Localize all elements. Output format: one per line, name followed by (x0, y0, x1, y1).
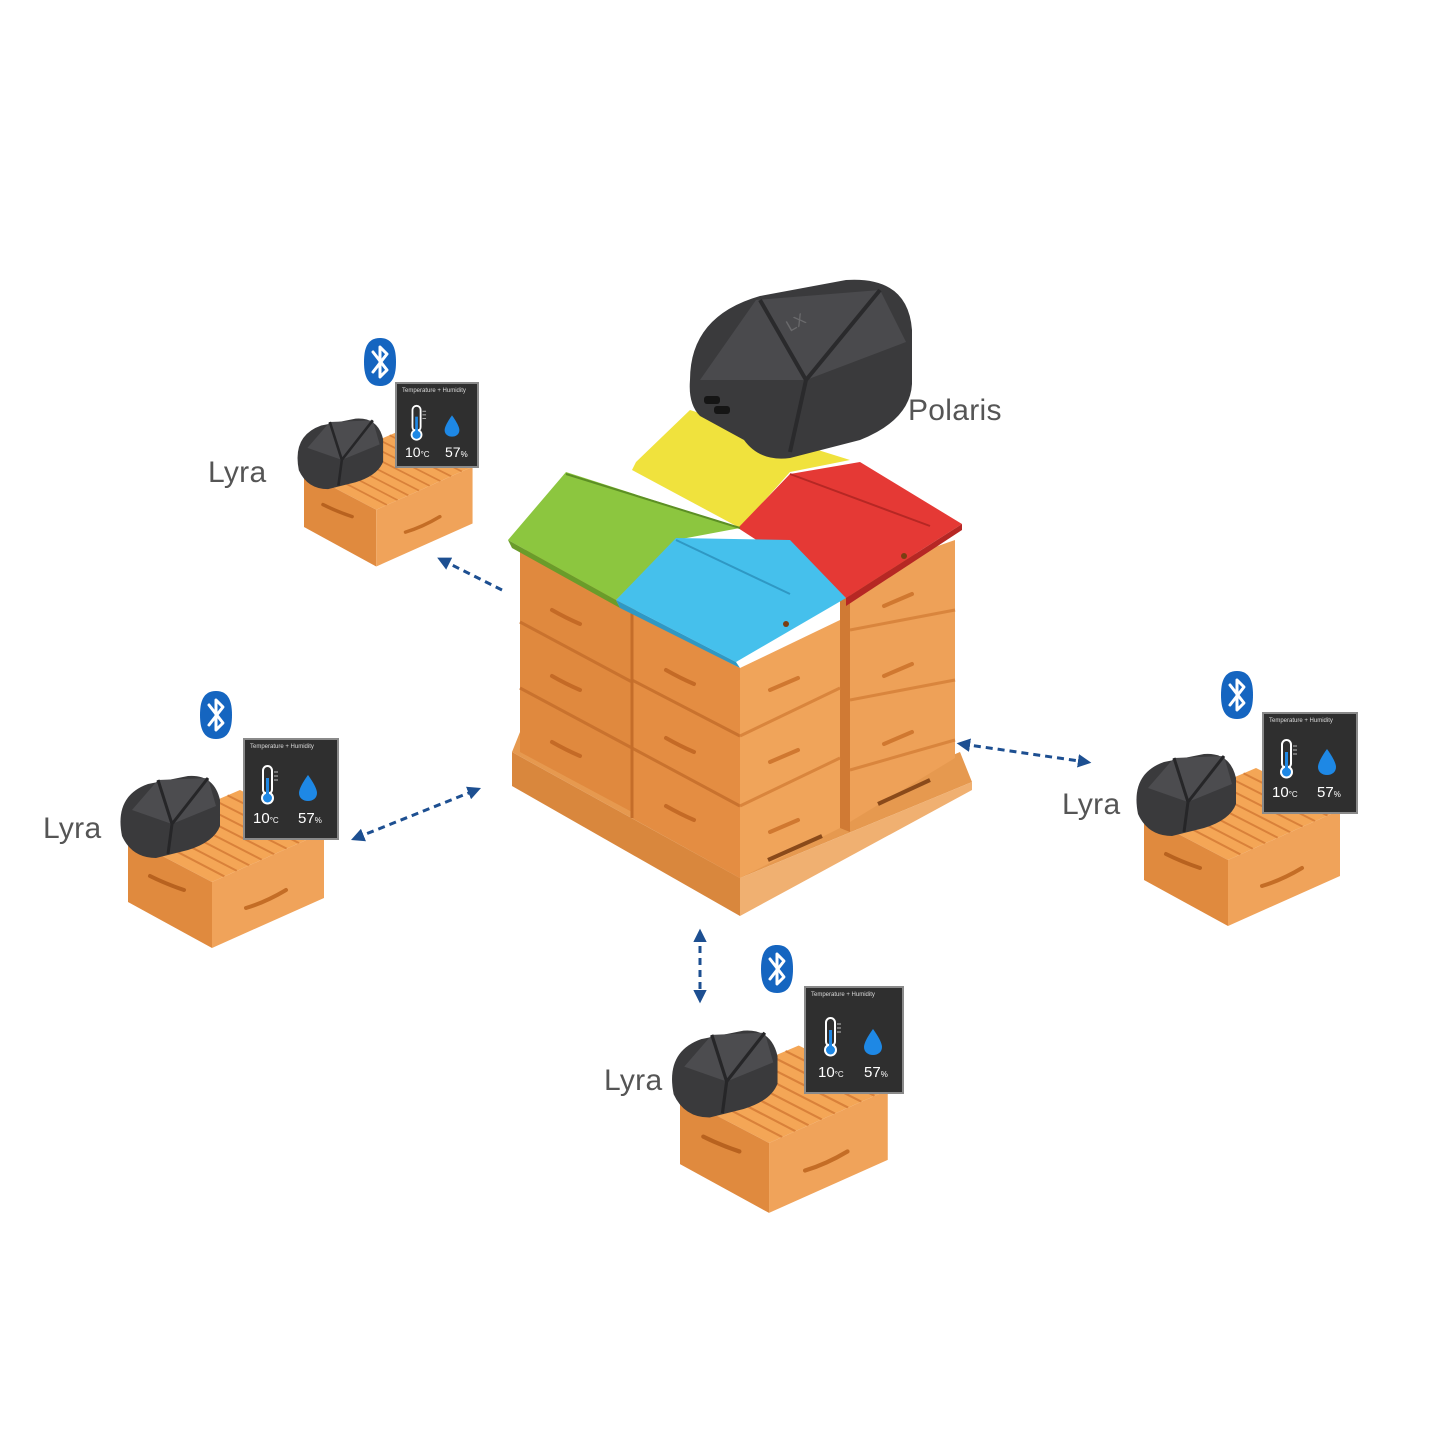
sensor-node-label: Lyra (604, 1064, 663, 1097)
bluetooth-icon (1221, 671, 1253, 719)
temperature-value: 10°C (405, 444, 430, 460)
wireless-links (350, 557, 1092, 1004)
humidity-drop-icon (444, 415, 460, 437)
roof-yellow (632, 410, 850, 528)
link-arrow-left (350, 786, 482, 842)
thermometer-icon (824, 1017, 841, 1057)
lyra-hive-icon (297, 418, 473, 567)
gateway-label: Polaris (908, 394, 1002, 427)
roof-blue (616, 538, 846, 662)
humidity-drop-icon (864, 1029, 882, 1055)
humidity-drop-icon (299, 775, 317, 801)
temperature-value: 10°C (818, 1064, 844, 1081)
sensor-node-label: Lyra (1062, 788, 1121, 821)
sensor-node-label: Lyra (208, 456, 267, 489)
humidity-drop-icon (1318, 749, 1336, 775)
card-caption: Temperature + Humidity (811, 992, 875, 998)
gateway-device-icon: LX (689, 279, 912, 459)
beehive-stack-icon (508, 410, 972, 916)
link-arrow-top-left (437, 557, 503, 592)
thermometer-icon (261, 765, 278, 805)
bluetooth-icon (761, 945, 793, 993)
humidity-value: 57% (1317, 784, 1341, 801)
sensor-reading-card: Temperature + Humidity 10°C 57% (1262, 712, 1358, 814)
bluetooth-icon (364, 338, 396, 386)
humidity-value: 57% (445, 444, 468, 460)
humidity-value: 57% (298, 810, 322, 827)
card-caption: Temperature + Humidity (1269, 718, 1333, 724)
roof-green (508, 472, 740, 600)
thermometer-icon (1280, 739, 1297, 779)
humidity-value: 57% (864, 1064, 888, 1081)
bluetooth-icon (200, 691, 232, 739)
card-caption: Temperature + Humidity (250, 744, 314, 750)
link-arrow-right (956, 738, 1092, 768)
sensor-reading-card: Temperature + Humidity 10°C 57% (804, 986, 904, 1094)
temperature-value: 10°C (1272, 784, 1298, 801)
card-caption: Temperature + Humidity (402, 388, 466, 394)
sensor-reading-card: Temperature + Humidity 10°C 57% (395, 382, 479, 468)
thermometer-icon (410, 404, 427, 441)
sensor-node-label: Lyra (43, 812, 102, 845)
sensor-reading-card: Temperature + Humidity 10°C 57% (243, 738, 339, 840)
temperature-value: 10°C (253, 810, 279, 827)
